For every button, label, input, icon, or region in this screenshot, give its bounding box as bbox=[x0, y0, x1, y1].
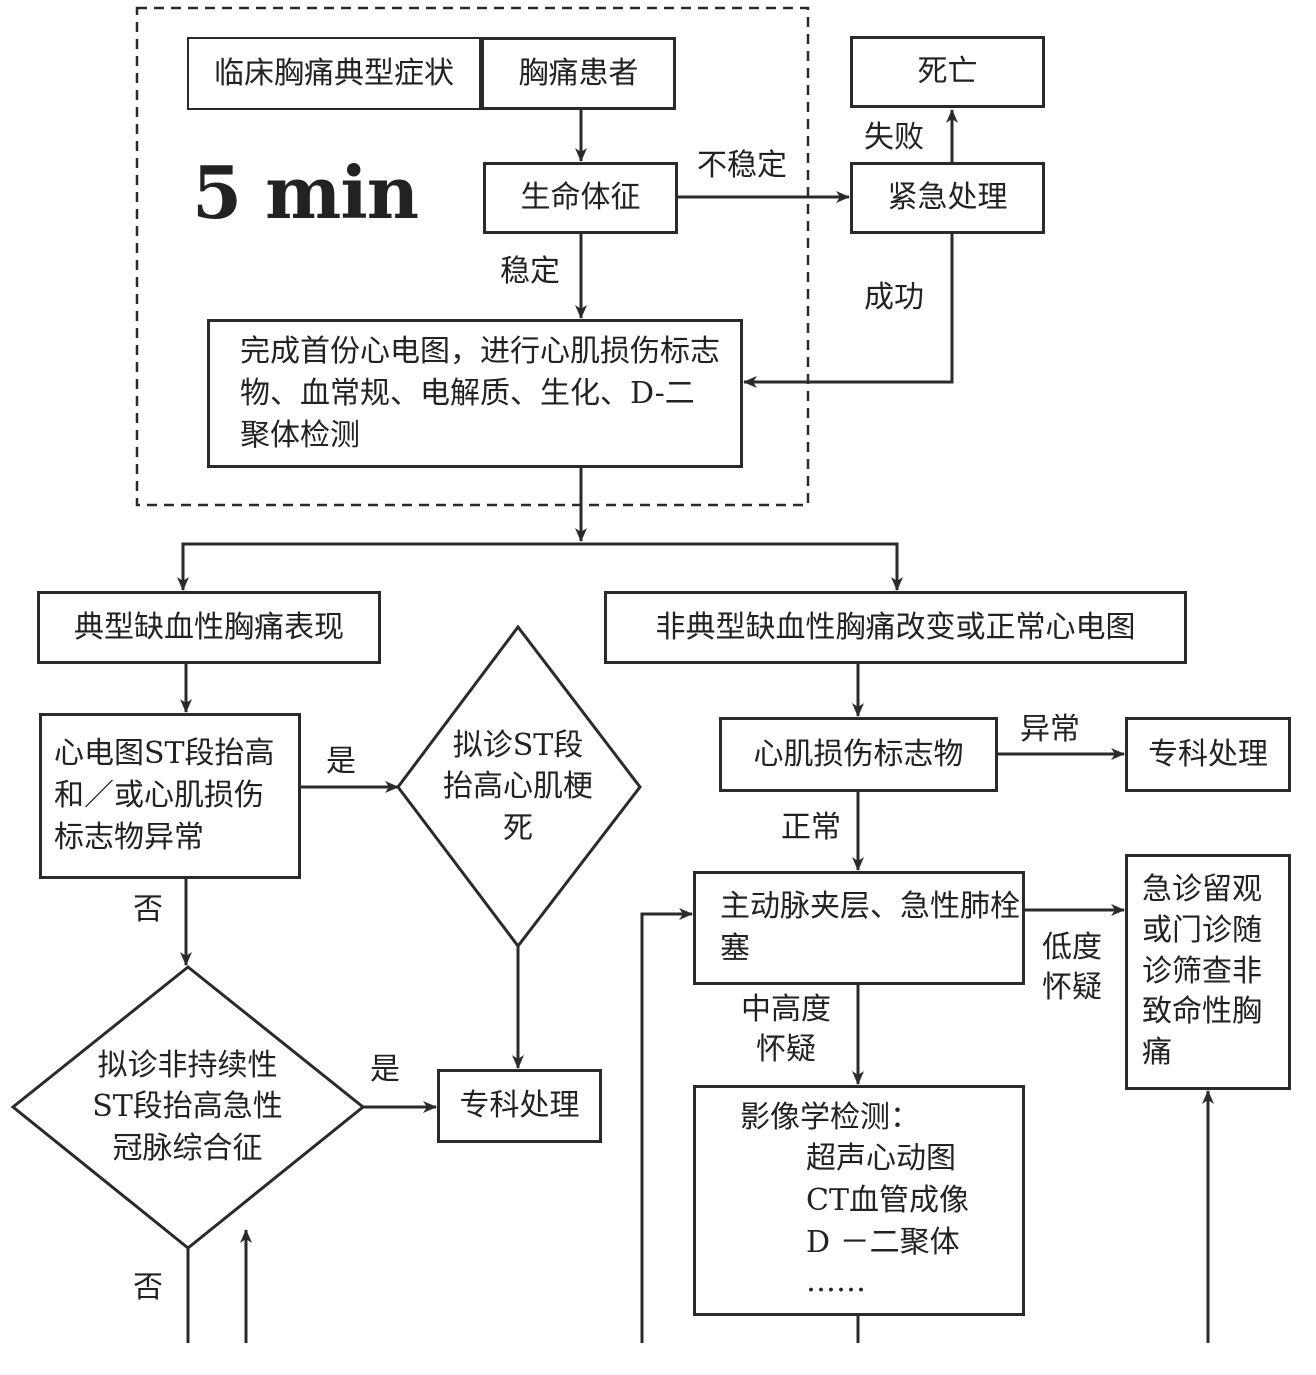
imaging-item: D －二聚体 bbox=[806, 1225, 960, 1260]
typical-ischemic-box: 典型缺血性胸痛表现 bbox=[37, 591, 381, 664]
emergency-treatment-box: 紧急处理 bbox=[850, 162, 1045, 234]
five-minute-region bbox=[135, 6, 810, 507]
edge-label-unstable: 不稳定 bbox=[697, 148, 787, 183]
imaging-item: …… bbox=[806, 1264, 866, 1299]
edge-label-abnormal: 异常 bbox=[1020, 712, 1080, 747]
imaging-item: CT血管成像 bbox=[806, 1183, 969, 1218]
edge-label-mid-high-suspicion: 中高度怀疑 bbox=[741, 992, 831, 1067]
first-ecg-box: 完成首份心电图，进行心肌损伤标志物、血常规、电解质、生化、D-二聚体检测 bbox=[207, 319, 743, 468]
edge-label-yes: 是 bbox=[370, 1052, 400, 1087]
chest-pain-patient-box: 胸痛患者 bbox=[481, 37, 676, 110]
myocardial-markers-box: 心肌损伤标志物 bbox=[719, 717, 998, 792]
st-elevation-check-box: 心电图ST段抬高和／或心肌损伤标志物异常 bbox=[39, 713, 301, 879]
imaging-box: 影像学检测： 超声心动图 CT血管成像 D －二聚体 …… bbox=[693, 1085, 1025, 1316]
nste-acs-diamond-shape bbox=[10, 965, 366, 1250]
stemi-diamond-text: 拟诊ST段抬高心肌梗死 bbox=[443, 727, 593, 846]
edge-label-normal: 正常 bbox=[781, 810, 841, 845]
edge-label-low-suspicion: 低度怀疑 bbox=[1042, 930, 1102, 1005]
edge-label-no: 否 bbox=[133, 892, 163, 927]
death-box: 死亡 bbox=[850, 36, 1045, 108]
time-label: 5 min bbox=[192, 150, 419, 235]
imaging-item: 超声心动图 bbox=[806, 1141, 956, 1176]
vital-signs-box: 生命体征 bbox=[483, 162, 678, 234]
specialist-left-box: 专科处理 bbox=[437, 1069, 602, 1143]
aortic-pe-box: 主动脉夹层、急性肺栓塞 bbox=[693, 871, 1025, 985]
atypical-ischemic-box: 非典型缺血性胸痛改变或正常心电图 bbox=[604, 591, 1187, 664]
edge-label-yes: 是 bbox=[326, 744, 356, 779]
edge-label-no: 否 bbox=[133, 1270, 163, 1305]
specialist-right-box: 专科处理 bbox=[1125, 717, 1291, 792]
stemi-diamond-shape bbox=[396, 624, 642, 949]
edge-label-stable: 稳定 bbox=[500, 254, 560, 289]
edge-label-failure: 失败 bbox=[864, 120, 924, 155]
observation-box: 急诊留观或门诊随诊筛查非致命性胸痛 bbox=[1125, 854, 1291, 1090]
typical-symptoms-box: 临床胸痛典型症状 bbox=[187, 37, 481, 110]
edge-label-success: 成功 bbox=[864, 280, 924, 315]
nste-acs-diamond-text: 拟诊非持续性ST段抬高急性冠脉综合征 bbox=[92, 1047, 283, 1166]
imaging-title: 影像学检测： bbox=[740, 1100, 920, 1135]
